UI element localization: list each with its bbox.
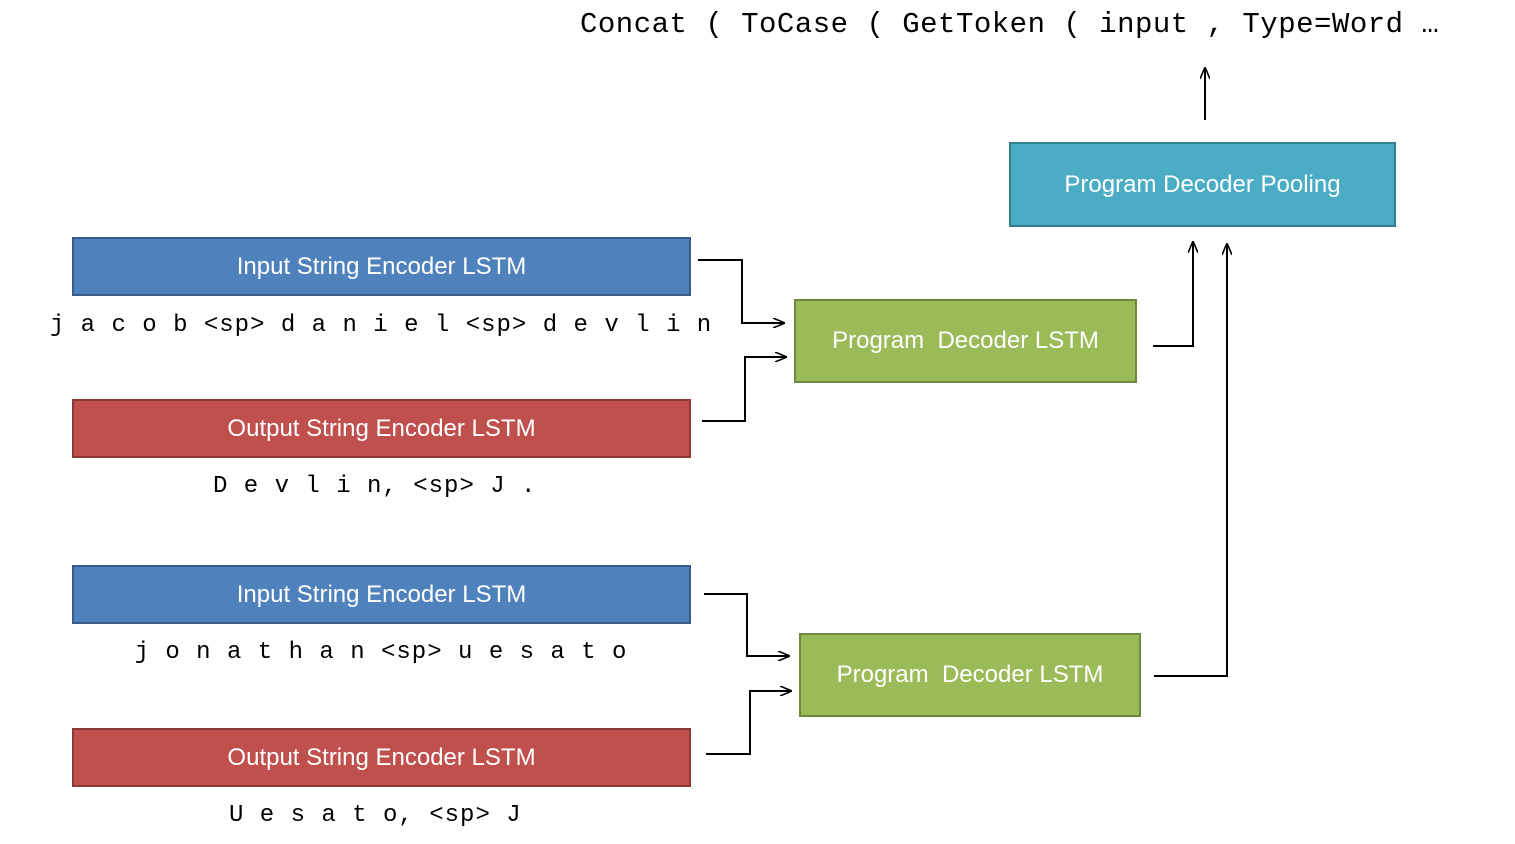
decoder-box-2: Program Decoder LSTM: [799, 633, 1141, 717]
arrow-input-encoder-1-to-decoder-1: [698, 259, 784, 323]
pooling-box: Program Decoder Pooling: [1009, 142, 1396, 227]
arrow-decoder-2-to-pooling: [1154, 244, 1227, 677]
program-output-text: Concat ( ToCase ( GetToken ( input , Typ…: [580, 8, 1440, 41]
input-string-2: j o n a t h a n <sp> u e s a t o: [134, 639, 628, 666]
arrow-decoder-1-to-pooling: [1153, 242, 1193, 347]
arrow-output-encoder-2-to-decoder-2: [706, 691, 791, 755]
arrow-output-encoder-1-to-decoder-1: [702, 357, 786, 422]
input-string-1: j a c o b <sp> d a n i e l <sp> d e v l …: [49, 312, 713, 339]
input-encoder-box-2: Input String Encoder LSTM: [72, 565, 691, 624]
input-encoder-box-1: Input String Encoder LSTM: [72, 237, 691, 296]
output-string-1: D e v l i n, <sp> J .: [213, 473, 537, 500]
output-encoder-box-2: Output String Encoder LSTM: [72, 728, 691, 787]
arrow-input-encoder-2-to-decoder-2: [704, 593, 789, 656]
output-encoder-box-1: Output String Encoder LSTM: [72, 399, 691, 458]
output-string-2: U e s a t o, <sp> J: [229, 802, 522, 829]
decoder-box-1: Program Decoder LSTM: [794, 299, 1137, 383]
